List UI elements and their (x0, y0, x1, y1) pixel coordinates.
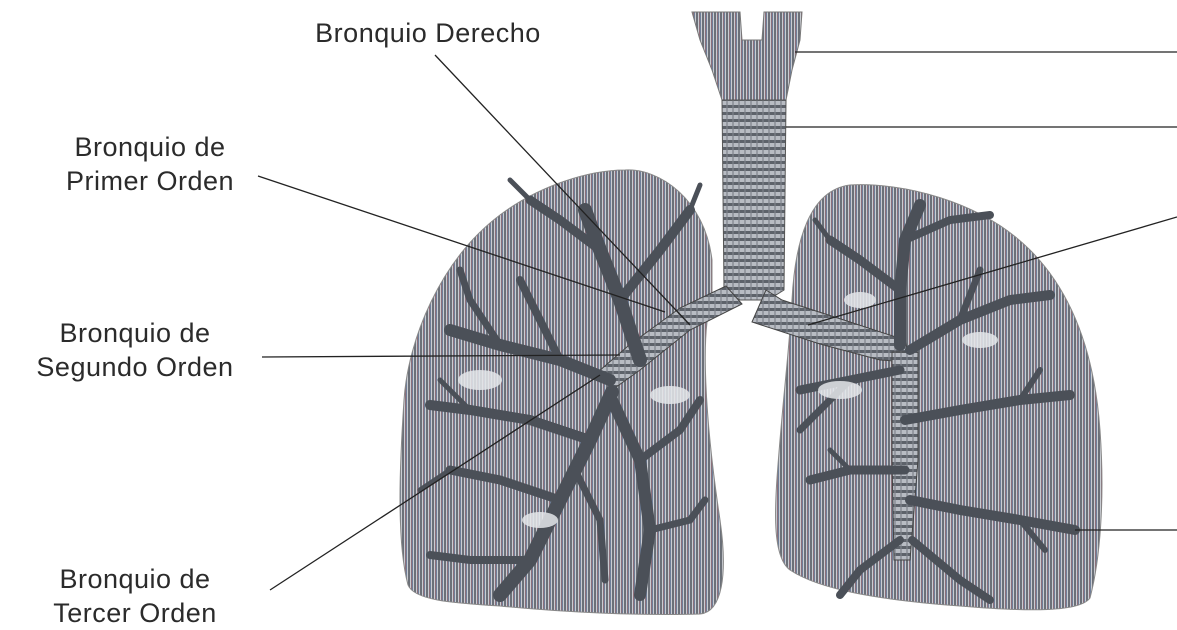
label-segundo-orden-line1: Bronquio de (6, 316, 264, 350)
label-primer-orden-line1: Bronquio de (40, 130, 260, 164)
label-bronquio-primer-orden: Bronquio de Primer Orden (40, 130, 260, 198)
label-bronquio-segundo-orden: Bronquio de Segundo Orden (6, 316, 264, 384)
label-bronquio-derecho-text: Bronquio Derecho (283, 16, 573, 50)
label-bronquio-derecho: Bronquio Derecho (283, 16, 573, 50)
label-segundo-orden-line2: Segundo Orden (6, 350, 264, 384)
label-bronquio-tercer-orden: Bronquio de Tercer Orden (24, 562, 246, 630)
label-primer-orden-line2: Primer Orden (40, 164, 260, 198)
larynx (692, 12, 802, 100)
trachea (722, 100, 786, 300)
label-tercer-orden-line1: Bronquio de (24, 562, 246, 596)
